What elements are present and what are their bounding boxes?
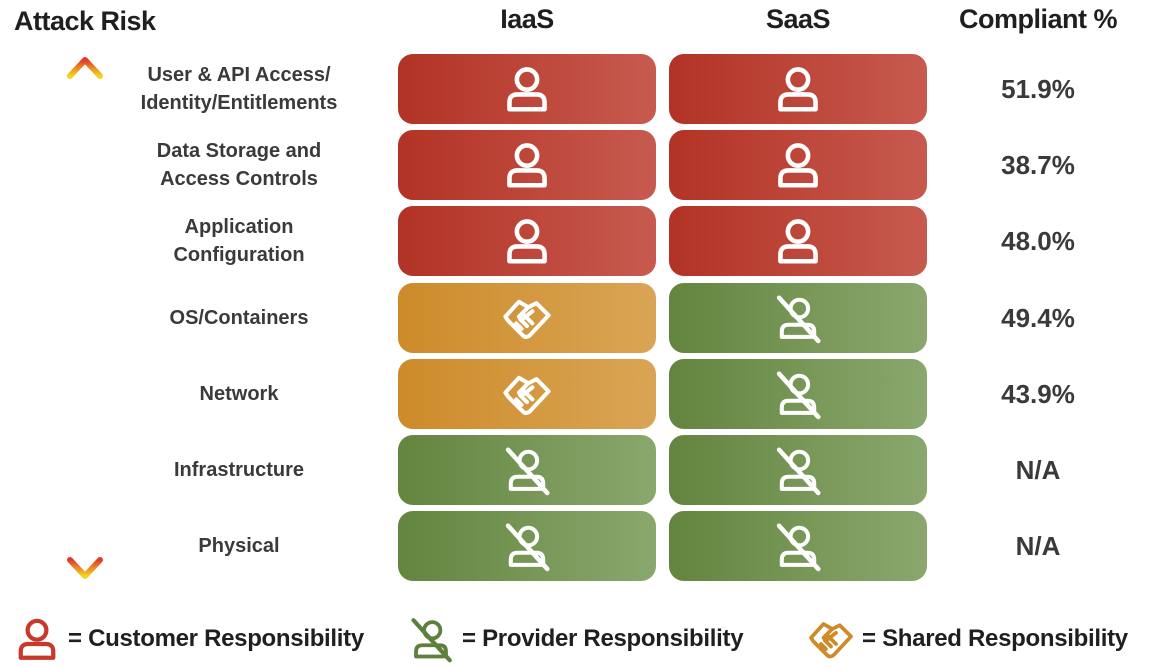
person-crossed-icon bbox=[771, 367, 825, 421]
matrix-row: Infrastructure N/A bbox=[0, 435, 1158, 505]
iaas-customer-cell bbox=[398, 206, 656, 276]
row-label: Physical bbox=[198, 535, 280, 557]
risk-arrow-icon bbox=[67, 55, 103, 581]
person-icon bbox=[500, 214, 554, 268]
person-icon bbox=[500, 138, 554, 192]
handshake-icon bbox=[806, 614, 862, 664]
saas-provider-cell bbox=[669, 359, 927, 429]
handshake-icon bbox=[500, 291, 554, 345]
row-label: Network bbox=[199, 383, 279, 405]
legend-provider-label: = Provider Responsibility bbox=[462, 624, 744, 652]
saas-customer-cell bbox=[669, 54, 927, 124]
compliant-percent: N/A bbox=[1015, 530, 1061, 561]
compliant-percent: 48.0% bbox=[1001, 225, 1075, 256]
legend: = Customer Responsibility = Provider Res… bbox=[0, 610, 1158, 667]
saas-customer-cell bbox=[669, 130, 927, 200]
legend-shared-label: = Shared Responsibility bbox=[862, 624, 1128, 652]
row-label: Data Storage and Access Controls bbox=[156, 140, 322, 190]
matrix-row: OS/Containers 49.4% bbox=[0, 283, 1158, 353]
iaas-provider-cell bbox=[398, 511, 656, 581]
iaas-provider-cell bbox=[398, 435, 656, 505]
person-icon bbox=[500, 62, 554, 116]
legend-customer-label: = Customer Responsibility bbox=[68, 624, 364, 652]
person-icon bbox=[771, 214, 825, 268]
row-label: User & API Access/ Identity/Entitlements bbox=[140, 64, 338, 114]
person-crossed-icon bbox=[500, 519, 554, 573]
compliant-percent: 51.9% bbox=[1001, 73, 1075, 104]
compliant-percent: N/A bbox=[1015, 454, 1061, 485]
compliant-column-header: Compliant % bbox=[958, 4, 1118, 34]
saas-column-header: SaaS bbox=[765, 4, 831, 34]
matrix-row: Application Configuration 48.0% bbox=[0, 206, 1158, 276]
compliant-percent: 49.4% bbox=[1001, 302, 1075, 333]
attack-risk-title: Attack Risk bbox=[14, 6, 156, 36]
row-label: Infrastructure bbox=[173, 459, 305, 481]
legend-customer: = Customer Responsibility bbox=[12, 610, 364, 667]
iaas-customer-cell bbox=[398, 130, 656, 200]
person-icon bbox=[12, 614, 68, 664]
matrix-row: Data Storage and Access Controls 38.7% bbox=[0, 130, 1158, 200]
matrix-row: Physical N/A bbox=[0, 511, 1158, 581]
row-label: OS/Containers bbox=[169, 307, 309, 329]
person-crossed-icon bbox=[771, 291, 825, 345]
compliant-percent: 43.9% bbox=[1001, 378, 1075, 409]
saas-provider-cell bbox=[669, 435, 927, 505]
person-crossed-icon bbox=[500, 443, 554, 497]
saas-provider-cell bbox=[669, 283, 927, 353]
iaas-shared-cell bbox=[398, 359, 656, 429]
handshake-icon bbox=[500, 367, 554, 421]
person-icon bbox=[771, 62, 825, 116]
saas-customer-cell bbox=[669, 206, 927, 276]
person-crossed-icon bbox=[771, 443, 825, 497]
matrix-row: Network 43.9% bbox=[0, 359, 1158, 429]
person-crossed-icon bbox=[771, 519, 825, 573]
saas-provider-cell bbox=[669, 511, 927, 581]
legend-shared: = Shared Responsibility bbox=[806, 610, 1128, 667]
iaas-shared-cell bbox=[398, 283, 656, 353]
iaas-column-header: IaaS bbox=[500, 4, 554, 34]
person-icon bbox=[771, 138, 825, 192]
matrix-row: User & API Access/ Identity/Entitlements… bbox=[0, 54, 1158, 124]
iaas-customer-cell bbox=[398, 54, 656, 124]
person-crossed-icon bbox=[406, 614, 462, 664]
compliant-percent: 38.7% bbox=[1001, 149, 1075, 180]
legend-provider: = Provider Responsibility bbox=[406, 610, 744, 667]
row-label: Application Configuration bbox=[173, 216, 305, 266]
